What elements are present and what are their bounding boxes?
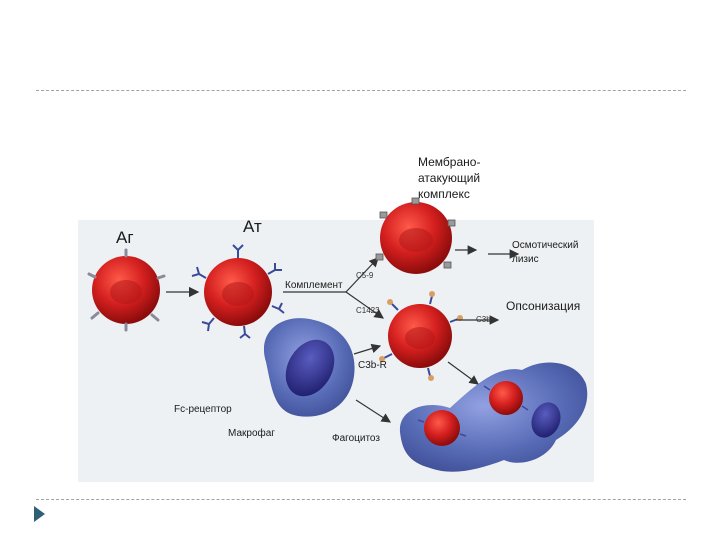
c1423-label: C1423 [356, 306, 380, 315]
opsonized-cell [379, 291, 463, 381]
diagram-canvas [78, 197, 594, 482]
antibody-coated-cell [191, 244, 285, 339]
mac-label-line1: Мембрано- [418, 155, 481, 169]
osmotic-lysis-line2: лизис [512, 254, 539, 265]
antigen-cell [87, 248, 166, 332]
complement-label: Комплемент [285, 280, 343, 291]
immune-diagram: Аг Ат Мембрано- атакующий комплекс Осмот… [78, 150, 594, 482]
c3b-receptor-label: C3b-R [358, 360, 387, 371]
macrophage-cell [263, 318, 382, 417]
top-divider [36, 90, 686, 91]
antibody-label: Ат [243, 217, 262, 236]
c59-label: C5-9 [356, 271, 374, 280]
c3b-label: C3b [476, 315, 491, 324]
antigen-label: Аг [116, 228, 134, 247]
bottom-divider [36, 499, 686, 500]
osmotic-lysis-line1: Осмотический [512, 240, 579, 251]
opsonization-label: Опсонизация [506, 299, 581, 313]
arrow-to-phagocyte [447, 361, 479, 385]
macrophage-label: Макрофаг [228, 428, 275, 439]
complement-pathway [283, 257, 384, 319]
phagocyte-cell [399, 362, 588, 472]
mac-label-line3: комплекс [418, 187, 470, 201]
next-slide-arrow-icon[interactable] [34, 506, 45, 522]
arrow-phagocytosis [355, 399, 392, 423]
phagocytosis-label: Фагоцитоз [332, 433, 380, 444]
fc-receptor-label: Fc-рецептор [174, 404, 232, 415]
mac-cell [375, 197, 456, 274]
mac-label-line2: атакующий [418, 171, 481, 185]
